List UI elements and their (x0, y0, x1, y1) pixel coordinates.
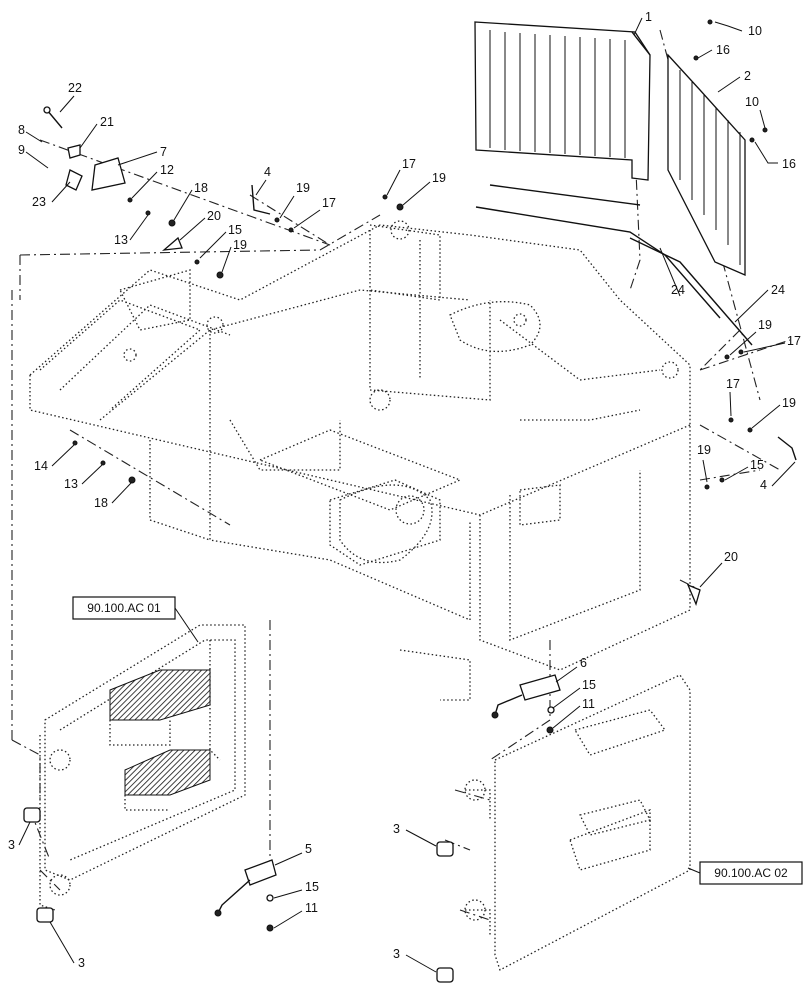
callout-15-leftdoor: 15 (305, 880, 319, 894)
latch-part-6 (491, 674, 561, 719)
clip-part-23 (65, 169, 83, 191)
nut-11-left (266, 924, 274, 932)
callout-4-right: 4 (760, 478, 767, 492)
reference-box-right[interactable]: 90.100.AC 02 (687, 861, 803, 885)
callout-18-top: 18 (194, 181, 208, 195)
reference-label-left: 90.100.AC 01 (87, 601, 161, 615)
reference-box-left[interactable]: 90.100.AC 01 (72, 596, 199, 643)
callout-7: 7 (160, 145, 167, 159)
callout-16-top: 16 (716, 43, 730, 57)
pin-part-4-left (251, 184, 271, 215)
callout-23: 23 (32, 195, 46, 209)
callout-10-mid: 10 (745, 95, 759, 109)
bracket-part-7 (91, 157, 126, 191)
callout-4-top: 4 (264, 165, 271, 179)
callout-18-left: 18 (94, 496, 108, 510)
callout-14: 14 (34, 459, 48, 473)
callout-21: 21 (100, 115, 114, 129)
callout-19-pin: 19 (296, 181, 310, 195)
cone-part-20-top (161, 236, 183, 251)
reference-label-right: 90.100.AC 02 (714, 866, 788, 880)
callout-19-right-mid: 19 (782, 396, 796, 410)
bolt-part-22 (43, 106, 63, 129)
callout-8: 8 (18, 123, 25, 137)
callout-11-leftdoor: 11 (305, 901, 318, 915)
callout-3-right-bottom: 3 (393, 947, 400, 961)
callout-3-right-top: 3 (393, 822, 400, 836)
callout-labels: 1 10 16 2 10 16 22 21 8 9 7 12 23 18 13 … (8, 10, 801, 973)
clip-part-21 (67, 144, 81, 159)
callout-1: 1 (645, 10, 652, 24)
callout-16-mid: 16 (782, 157, 796, 171)
left-door-assembly (39, 624, 246, 911)
callout-19-center: 19 (432, 171, 446, 185)
washer-15-right (547, 706, 555, 714)
bumper-part-3-left-top (23, 807, 41, 823)
callout-3-left-top: 3 (8, 838, 15, 852)
callout-17-right-top: 17 (787, 334, 801, 348)
washer-15-left (266, 894, 274, 902)
panel-part-2 (667, 53, 746, 276)
small-fasteners (72, 19, 768, 490)
callout-19-right-top: 19 (758, 318, 772, 332)
callout-20-right: 20 (724, 550, 738, 564)
callout-11-rightdoor: 11 (582, 697, 595, 711)
callout-19-right-low: 19 (697, 443, 711, 457)
callout-15-top: 15 (228, 223, 242, 237)
nut-11-right (546, 726, 554, 734)
main-frame (29, 220, 691, 701)
callout-17-center: 17 (402, 157, 416, 171)
latch-part-5 (214, 859, 277, 917)
callout-15-rightdoor: 15 (582, 678, 596, 692)
callout-2: 2 (744, 69, 751, 83)
callout-22: 22 (68, 81, 82, 95)
right-door-assembly (464, 674, 691, 971)
callout-17-pin: 17 (322, 196, 336, 210)
callout-13-left: 13 (64, 477, 78, 491)
callout-15-right: 15 (750, 458, 764, 472)
callout-3-left-bottom: 3 (78, 956, 85, 970)
pin-part-4-right (777, 436, 797, 461)
callout-17-right-mid: 17 (726, 377, 740, 391)
callout-10-top: 10 (748, 24, 762, 38)
bumper-part-3-right-top (436, 841, 454, 857)
rod-parts (475, 184, 753, 346)
callout-5: 5 (305, 842, 312, 856)
callout-6: 6 (580, 656, 587, 670)
callout-13-top: 13 (114, 233, 128, 247)
panel-part-1 (474, 21, 651, 181)
callout-12: 12 (160, 163, 174, 177)
callout-20-top: 20 (207, 209, 221, 223)
bumper-part-3-right-bottom (436, 967, 454, 983)
bumper-part-3-left-bottom (36, 907, 54, 923)
callout-19-topleft: 19 (233, 238, 247, 252)
cone-part-20-right (686, 583, 701, 606)
callout-24-right: 24 (771, 283, 785, 297)
callout-9: 9 (18, 143, 25, 157)
